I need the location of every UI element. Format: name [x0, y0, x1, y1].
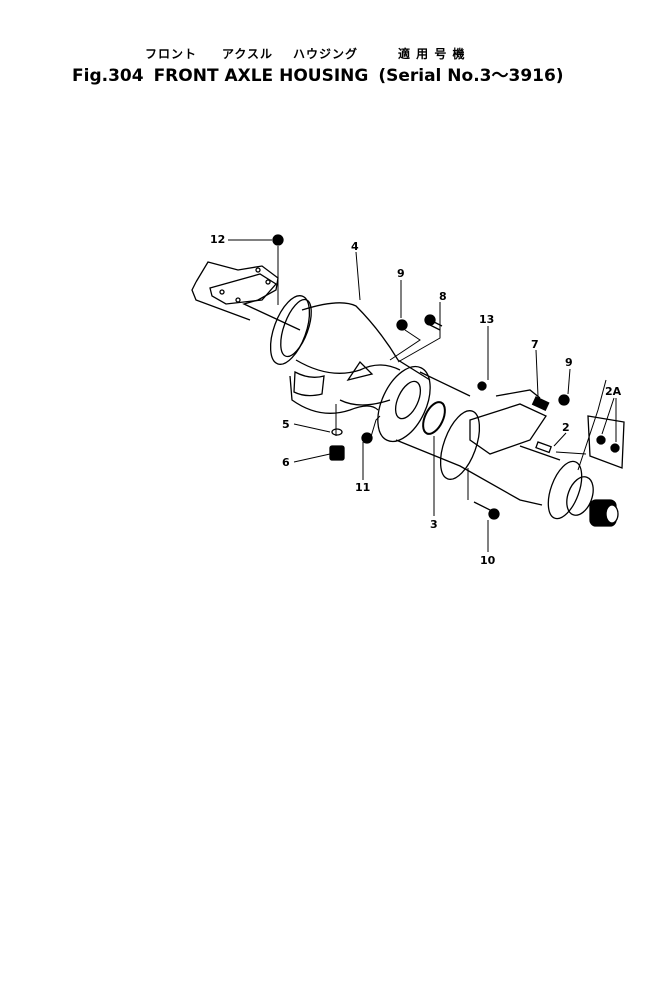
- applicability-japanese: 適 用 号 機: [398, 47, 466, 61]
- callout-12: 12: [210, 233, 225, 246]
- serial-range: (Serial No.3～3916): [378, 66, 564, 86]
- callout-13: 13: [479, 313, 494, 326]
- leader-lines: [228, 239, 617, 552]
- callout-2a: 2A: [605, 385, 622, 398]
- subtitle-japanese-axle: アクスル: [222, 47, 274, 61]
- subtitle-japanese-front: フロント: [145, 47, 198, 61]
- callout-7: 7: [531, 338, 539, 351]
- callout-2: 2: [562, 421, 570, 434]
- figure-number: Fig.304: [72, 66, 144, 86]
- o-ring: [422, 401, 446, 435]
- callout-10: 10: [480, 554, 496, 567]
- callout-8: 8: [439, 290, 447, 303]
- hardware: [272, 234, 625, 520]
- figure-title: Fig.304 FRONT AXLE HOUSING (Serial No.3～39…: [72, 61, 574, 86]
- callout-4: 4: [351, 240, 359, 253]
- callout-6: 6: [282, 456, 290, 469]
- callout-9-upper: 9: [397, 267, 405, 280]
- subtitle-japanese-housing: ハウジング: [293, 47, 359, 61]
- right-flange-bracket: [439, 389, 561, 480]
- left-mount-bracket: [191, 261, 301, 331]
- callout-9-right: 9: [565, 356, 573, 369]
- callout-5: 5: [282, 418, 290, 431]
- left-flange: [269, 295, 312, 365]
- figure-name: FRONT AXLE HOUSING: [153, 66, 369, 86]
- callout-11: 11: [355, 481, 370, 494]
- center-flange: [377, 365, 431, 443]
- callout-3: 3: [430, 518, 438, 531]
- axle-tube: [395, 371, 543, 506]
- right-hub: [547, 460, 619, 527]
- differential-housing: [289, 302, 431, 414]
